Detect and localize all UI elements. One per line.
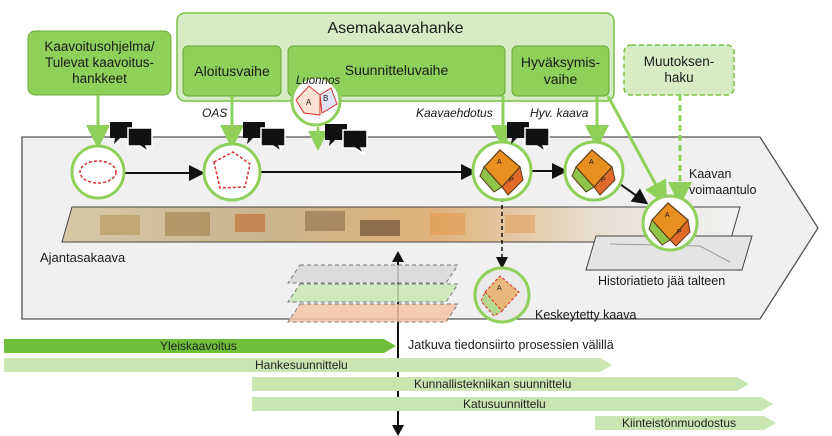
program-box-text: Kaavoitusohjelma/ Tulevat kaavoitus- han…: [44, 38, 155, 87]
milestone-hyv-kaava: Hyv. kaava: [530, 106, 589, 120]
plan-label-a-2: A: [589, 159, 594, 166]
luonnos-circle: [290, 75, 342, 127]
bar-label-hankesuunnittelu: Hankesuunnittelu: [255, 358, 348, 372]
bar-label-kiinteisto: Kiinteistönmuodostus: [622, 416, 737, 430]
milestone-kaavaehdotus: Kaavaehdotus: [416, 106, 493, 120]
plan-circle-keskeytetty: [473, 266, 531, 324]
milestone-voimaantulo: Kaavan voimaantulo: [689, 167, 757, 198]
phase-box-suunnittelu: [287, 45, 506, 97]
luonnos-label-b: B: [323, 94, 329, 103]
comment-icon-2: [243, 122, 286, 155]
comment-icon-4: [507, 122, 550, 155]
comment-icon-3: [325, 124, 368, 157]
label-ajantasakaava: Ajantasakaava: [40, 250, 126, 265]
label-tiedonsiirto: Jatkuva tiedonsiirto prosessien välillä: [408, 338, 614, 352]
history-map: [585, 235, 753, 271]
plan-label-a-1: A: [497, 159, 502, 166]
plan-circle-voimaantulo: [641, 194, 699, 252]
bar-kunnallistekniikka: [252, 377, 749, 391]
plan-circle-kaavaehdotus: [471, 140, 533, 202]
stacked-layers: [287, 264, 459, 323]
bar-label-kunnallistekniikka: Kunnallistekniikan suunnittelu: [414, 377, 572, 391]
comment-icon-1: [110, 122, 153, 155]
plan-label-a-3: A: [665, 212, 670, 219]
phase-suunnitteluvaihe: Suunnitteluvaihe: [344, 62, 449, 78]
bar-hankesuunnittelu: [4, 358, 612, 372]
change-box-text: Muutoksen- haku: [643, 53, 715, 85]
plan-label-a-4: A: [497, 285, 502, 292]
map-strip: [61, 206, 741, 243]
milestone-circle-2: [202, 142, 262, 202]
bar-label-katusuunnittelu: Katusuunnittelu: [463, 397, 546, 411]
milestone-oas: OAS: [202, 106, 228, 120]
phase-aloitusvaihe: Aloitusvaihe: [194, 62, 270, 79]
label-keskeytetty: Keskeytetty kaava: [535, 308, 637, 322]
milestone-circle-1: [70, 144, 126, 200]
bar-kiinteisto: [595, 416, 776, 430]
label-historiatieto: Historiatieto jää talteen: [598, 274, 726, 288]
luonnos-label-a: A: [306, 98, 312, 107]
phase-box-hyvaksymis: [511, 45, 610, 97]
plan-label-p-1: P: [509, 177, 514, 184]
milestone-luonnos: Luonnos: [296, 75, 341, 87]
plan-label-p-3: P: [677, 229, 682, 236]
bar-yleiskaavoitus: [4, 339, 396, 353]
bar-label-yleiskaavoitus: Yleiskaavoitus: [160, 339, 237, 353]
project-title: Asemakaavahanke: [327, 20, 464, 38]
plan-label-p-2: P: [601, 177, 606, 184]
plan-circle-hyv: [563, 140, 625, 202]
phase-hyvaksymisvaihe: Hyväksymis- vaihe: [520, 54, 601, 87]
bar-katusuunnittelu: [252, 397, 773, 411]
